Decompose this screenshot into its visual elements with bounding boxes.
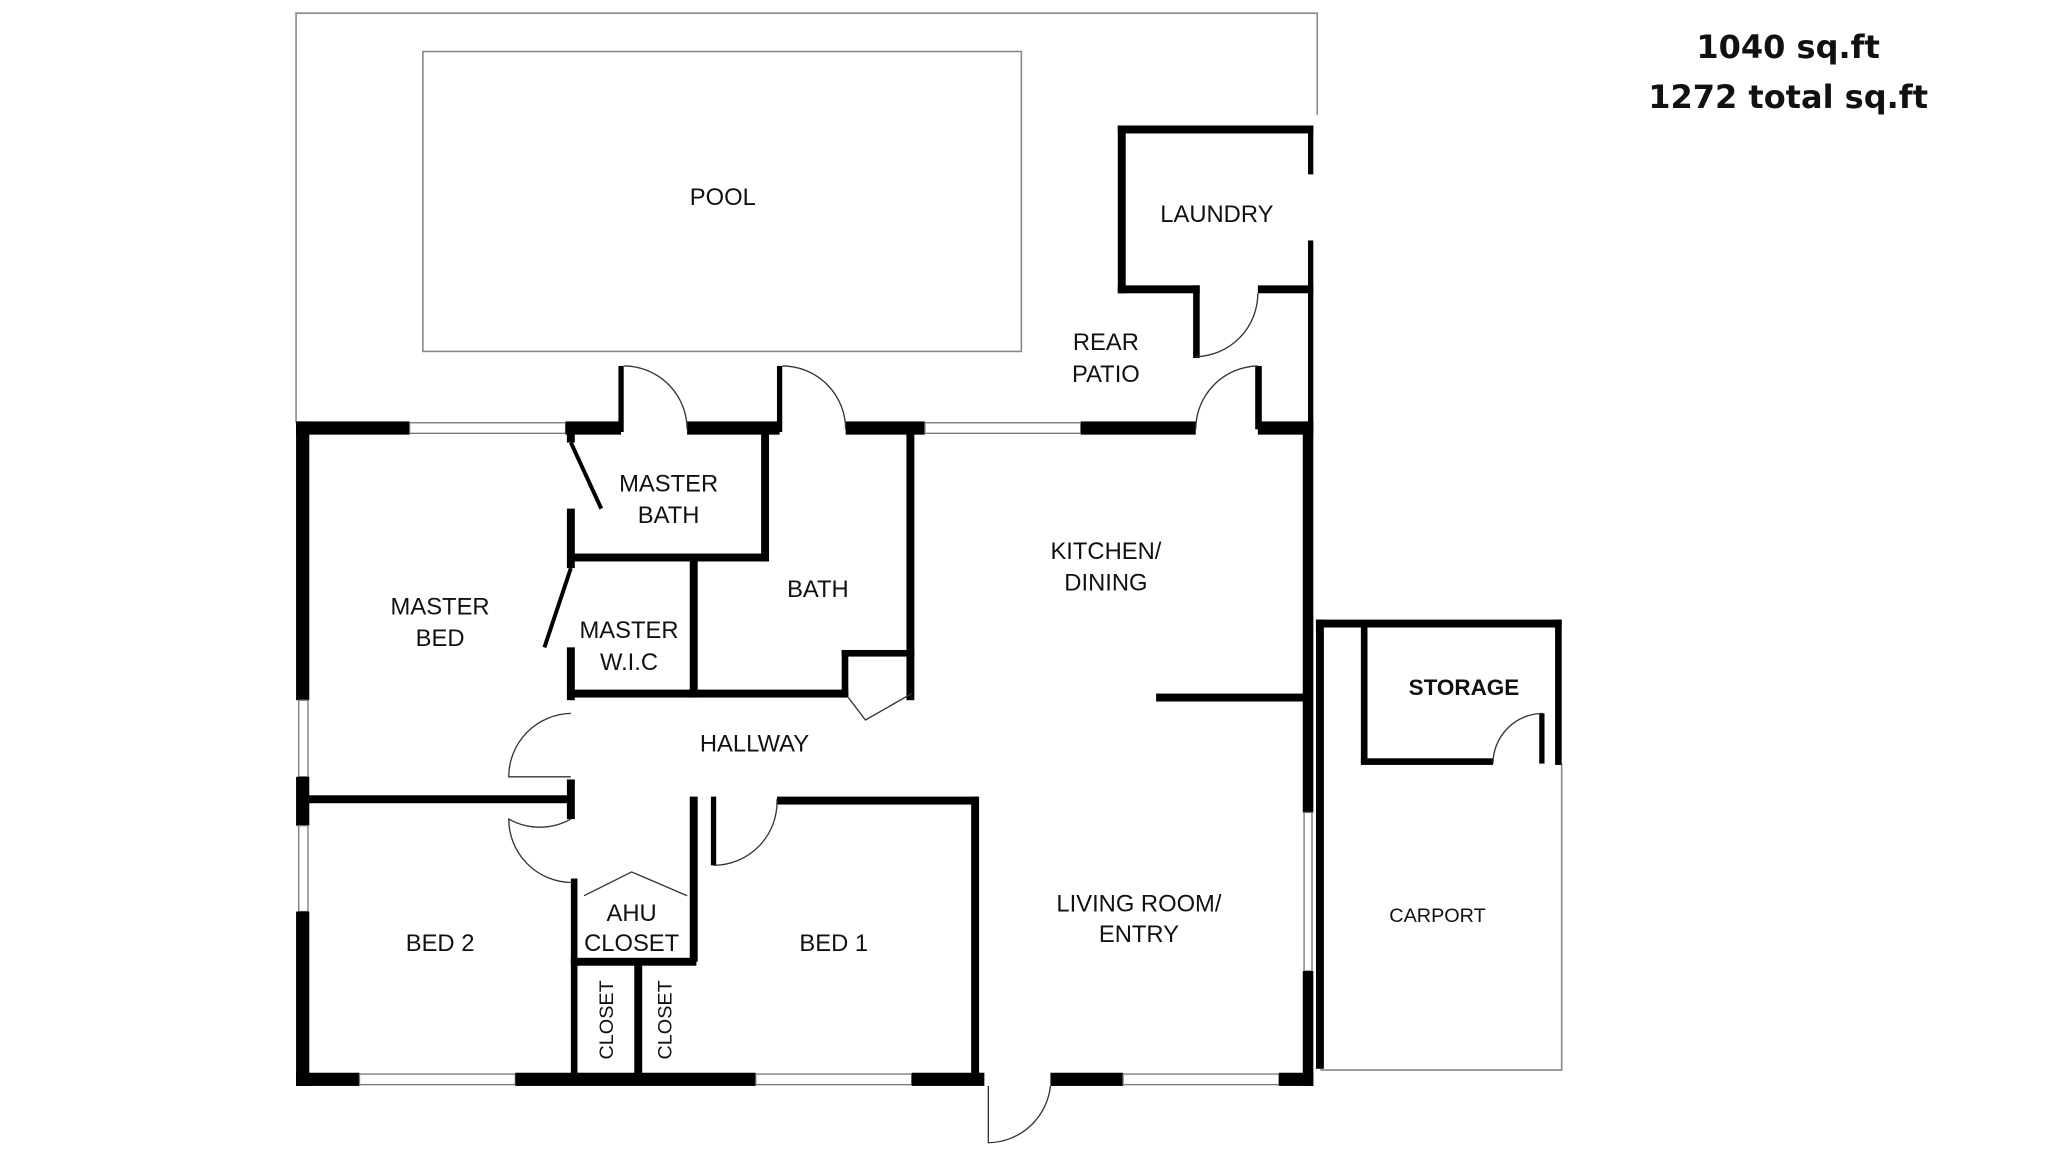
label-living-2: ENTRY bbox=[1099, 921, 1179, 948]
label-laundry: LAUNDRY bbox=[1160, 201, 1273, 228]
door-swings bbox=[508, 293, 1544, 1144]
label-rear-patio-1: REAR bbox=[1073, 329, 1139, 356]
label-master-wic-2: W.I.C bbox=[600, 649, 658, 676]
total-area: 1272 total sq.ft bbox=[1648, 78, 1928, 116]
label-kitchen-2: DINING bbox=[1064, 570, 1147, 597]
label-closet-a: CLOSET bbox=[596, 980, 618, 1059]
label-master-wic-1: MASTER bbox=[579, 617, 678, 644]
label-hallway: HALLWAY bbox=[700, 731, 809, 758]
label-bed2: BED 2 bbox=[406, 930, 475, 957]
label-ahu-1: AHU bbox=[607, 900, 657, 927]
label-closet-b: CLOSET bbox=[654, 980, 676, 1059]
label-kitchen-1: KITCHEN/ bbox=[1050, 538, 1161, 565]
label-master-bath-2: BATH bbox=[638, 502, 700, 529]
label-master-bath-1: MASTER bbox=[619, 470, 718, 497]
label-ahu-2: CLOSET bbox=[584, 930, 679, 957]
label-living-1: LIVING ROOM/ bbox=[1056, 891, 1221, 918]
label-carport: CARPORT bbox=[1389, 905, 1485, 927]
walls bbox=[296, 125, 1562, 1086]
label-bed1: BED 1 bbox=[799, 930, 868, 957]
room-labels: POOL LAUNDRY REAR PATIO MASTER BATH BATH… bbox=[391, 184, 1520, 1060]
square-footage: 1040 sq.ft 1272 total sq.ft bbox=[1648, 22, 1928, 122]
yard-outline bbox=[295, 12, 1319, 423]
label-storage: STORAGE bbox=[1409, 675, 1520, 700]
living-area: 1040 sq.ft bbox=[1696, 28, 1880, 66]
label-rear-patio-2: PATIO bbox=[1072, 361, 1140, 388]
label-bath: BATH bbox=[787, 576, 849, 603]
pool-outline bbox=[422, 50, 1023, 353]
label-master-bed-1: MASTER bbox=[391, 593, 490, 620]
label-pool: POOL bbox=[690, 184, 756, 211]
label-master-bed-2: BED bbox=[416, 625, 465, 652]
